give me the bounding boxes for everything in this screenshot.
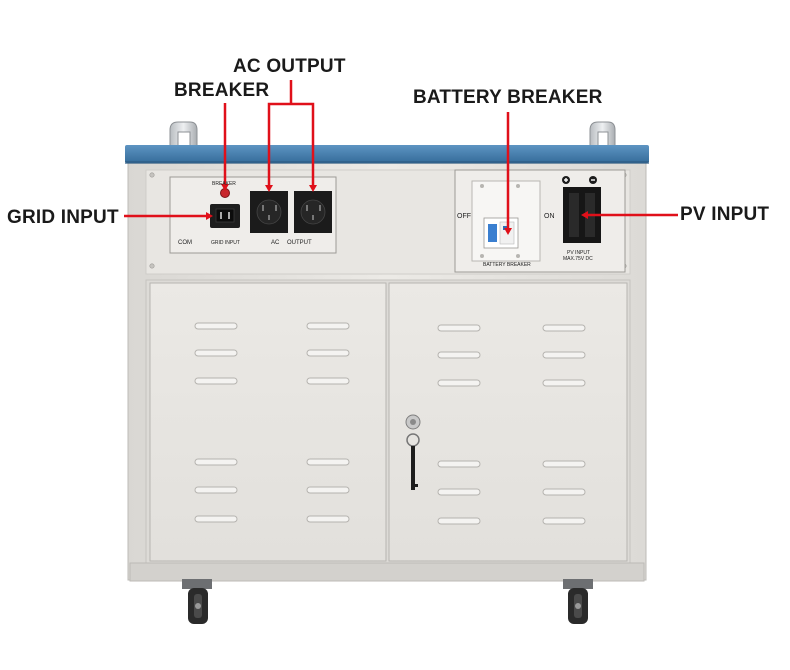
left-handle: [169, 121, 198, 149]
panel-label-output: OUTPUT: [287, 240, 312, 246]
door-lock: [405, 414, 421, 490]
panel-label-grid-input: GRID INPUT: [211, 240, 240, 246]
left-door: [149, 282, 387, 562]
breaker-arrowhead: [221, 184, 229, 191]
panel-label-battery-breaker: BATTERY BREAKER: [483, 262, 531, 268]
ac-output-socket-2: [294, 191, 332, 233]
pv-minus-mark: −: [590, 176, 591, 177]
callout-breaker: BREAKER: [174, 80, 270, 101]
panel-label-off: OFF: [457, 213, 471, 220]
ac-arrowhead-1: [265, 185, 273, 192]
battery-arrowhead: [504, 228, 512, 235]
ac-arrowhead-2: [309, 185, 317, 192]
blue-lid: [125, 145, 649, 163]
right-wheel: [563, 579, 593, 624]
callout-battery-breaker: BATTERY BREAKER: [413, 87, 603, 108]
left-door-vents: [194, 322, 350, 523]
grid-arrowhead: [206, 212, 213, 220]
callout-pv-input: PV INPUT: [680, 204, 770, 225]
right-door-vents: [437, 324, 586, 525]
pv-plus-mark: +: [563, 176, 564, 177]
panel-label-pv-max: MAX.75V DC: [563, 256, 593, 262]
callout-lines: [124, 80, 678, 230]
pv-arrowhead: [581, 211, 588, 219]
left-wheel: [182, 579, 212, 624]
right-handle: [589, 121, 616, 149]
ac-output-socket-1: [250, 191, 288, 233]
panel-label-breaker: BREAKER: [212, 181, 236, 187]
panel-label-ac: AC: [271, 240, 280, 246]
panel-label-on: ON: [544, 213, 555, 220]
callout-ac-output: AC OUTPUT: [233, 56, 346, 77]
panel-label-pv-input: PV INPUT: [567, 250, 591, 256]
right-door: [388, 282, 628, 562]
panel-label-com: COM: [178, 240, 192, 246]
callout-grid-input: GRID INPUT: [7, 207, 119, 228]
